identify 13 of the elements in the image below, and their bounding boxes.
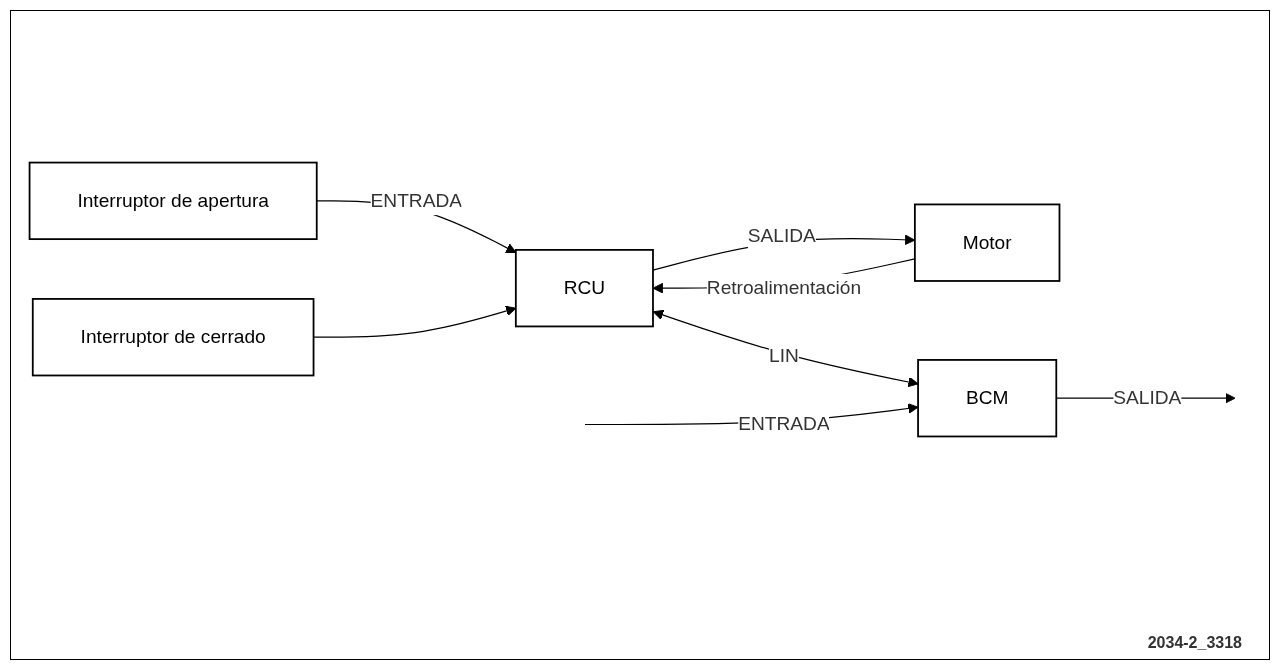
node-box: BCM bbox=[917, 358, 1058, 437]
arrow bbox=[652, 309, 919, 387]
node-box: RCU bbox=[514, 248, 654, 327]
edge-label: SALIDA bbox=[747, 224, 816, 246]
node-box: Motor bbox=[913, 203, 1061, 282]
edge-label: Retroalimentación bbox=[706, 276, 862, 298]
edge-label: LIN bbox=[769, 345, 799, 366]
edge-label: ENTRADA bbox=[738, 413, 830, 434]
figure-code: 2034-2_3318 bbox=[1147, 634, 1242, 652]
node-box: Interruptor de apertura bbox=[28, 161, 318, 240]
node-box: Interruptor de cerrado bbox=[31, 297, 315, 376]
edge-label: ENTRADA bbox=[370, 189, 463, 210]
edge-label: SALIDA bbox=[1113, 386, 1182, 408]
